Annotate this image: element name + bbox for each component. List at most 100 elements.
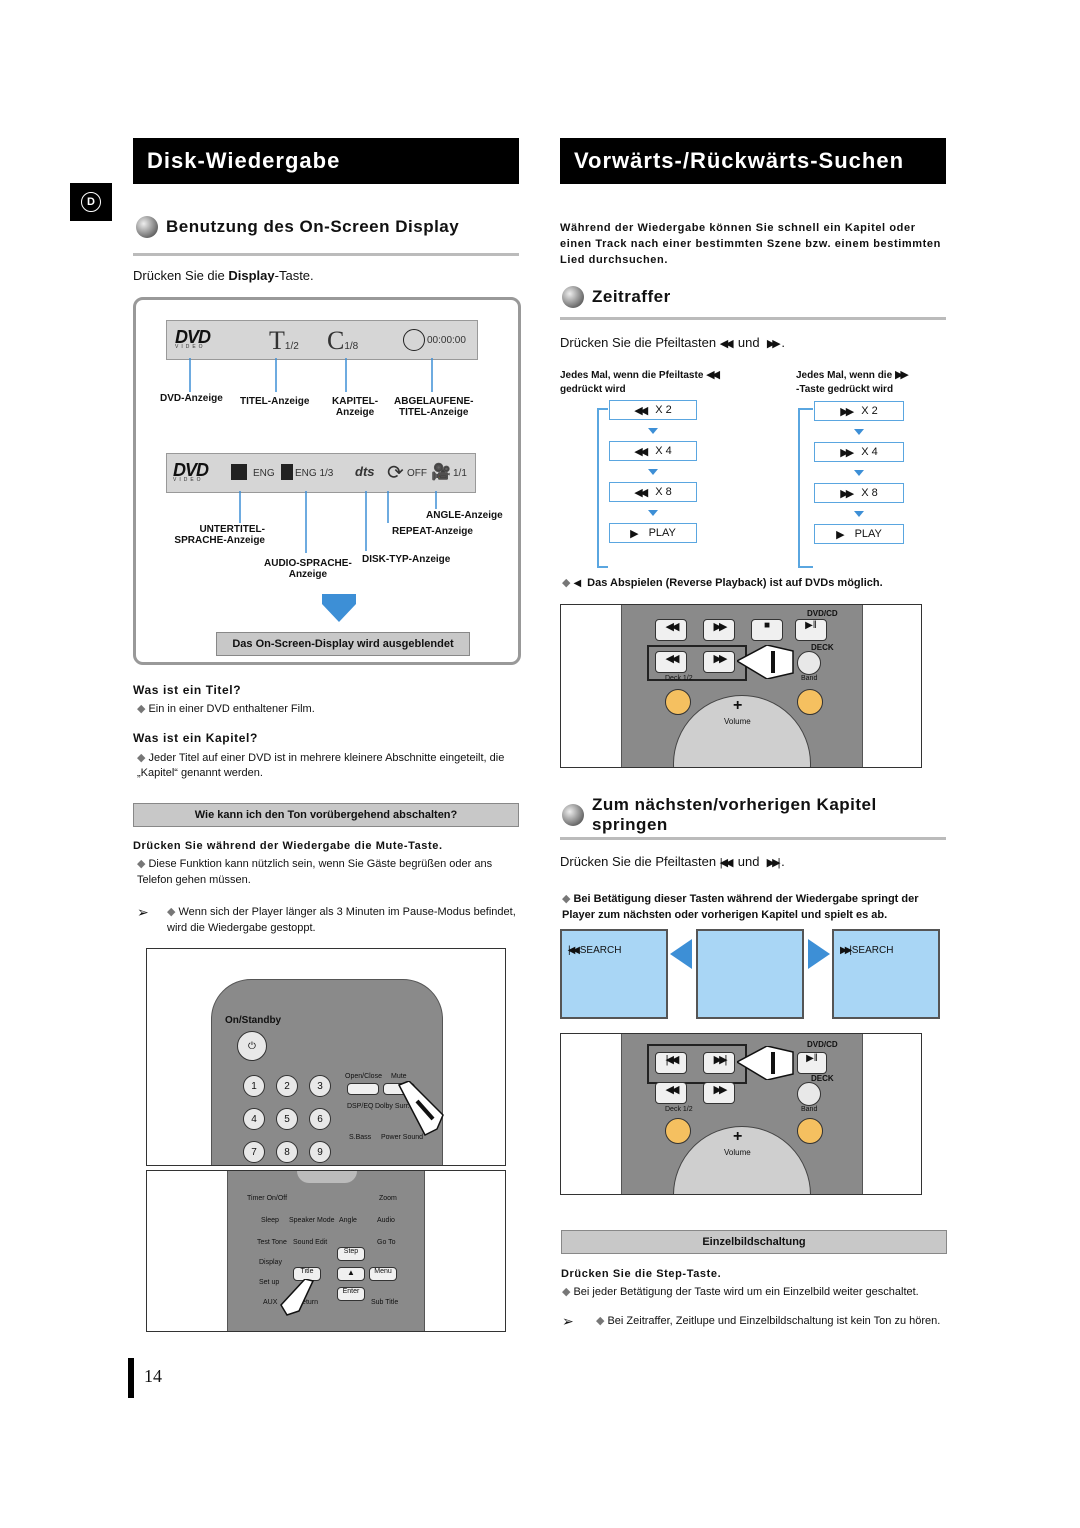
fast-forward-button[interactable]: ▶▶: [703, 619, 735, 641]
rew-step-x8: ◀◀X 8: [609, 482, 697, 502]
plus-icon: +: [733, 1128, 743, 1145]
repeat-icon: ⟳: [387, 462, 404, 484]
stop-button[interactable]: ■: [751, 619, 783, 641]
screen-next: ▶▶| SEARCH: [832, 929, 940, 1019]
rew-step-x2: ◀◀X 2: [609, 400, 697, 420]
down-arrow-icon: [322, 594, 356, 622]
divider: [560, 317, 946, 320]
deck-rewind-button[interactable]: ◀◀: [655, 651, 687, 673]
remote-image-3: DVD/CD ◀◀ ▶▶ ■ ▶‖ DECK ◀◀ ▶▶ Deck 1/2 Ba…: [560, 604, 922, 768]
plus-icon: +: [733, 697, 743, 714]
up-button[interactable]: ▲: [337, 1267, 365, 1281]
rewind-button[interactable]: ◀◀: [655, 619, 687, 641]
screen-previous: |◀◀ SEARCH: [560, 929, 668, 1019]
key-3[interactable]: 3: [309, 1075, 331, 1097]
deck-stop-button[interactable]: [797, 651, 821, 675]
deck-stop-button[interactable]: [797, 1082, 821, 1106]
einzelbild-bar: Einzelbildschaltung: [561, 1230, 947, 1254]
skip-back-icon: |◀◀: [568, 945, 580, 956]
ff-step-x8: ▶▶X 8: [814, 483, 904, 503]
ff-connector: [798, 408, 813, 568]
rew-step-x4: ◀◀X 4: [609, 441, 697, 461]
right-header: Vorwärts-/Rückwärts-Suchen: [560, 138, 946, 184]
key-2[interactable]: 2: [276, 1075, 298, 1097]
divider: [560, 837, 946, 840]
osd-hidden-bar: Das On-Screen-Display wird ausgeblendet: [216, 632, 470, 656]
ff-step-x4: ▶▶X 4: [814, 442, 904, 462]
page-number: 14: [144, 1366, 162, 1386]
rew-steps: ◀◀X 2 ◀◀X 4 ◀◀X 8 ▶PLAY: [609, 400, 697, 543]
skip-back-icon: |◀◀: [719, 857, 734, 869]
dvd-logo-icon: DVD VIDEO: [173, 460, 209, 483]
ff-steps: ▶▶X 2 ▶▶X 4 ▶▶X 8 ▶PLAY: [814, 401, 904, 544]
camera-icon: 🎥: [431, 464, 451, 481]
deck-select-button[interactable]: [665, 689, 691, 715]
key-6[interactable]: 6: [309, 1108, 331, 1130]
play-pause-button[interactable]: ▶‖: [797, 1052, 827, 1074]
rew-step-play: ▶PLAY: [609, 523, 697, 543]
screen-current: [696, 929, 804, 1019]
play-pause-button[interactable]: ▶‖: [795, 619, 827, 641]
subtitle-icon: [231, 464, 247, 480]
hand-pointer-icon: [737, 645, 794, 679]
remote-image-1: On/Standby ⏻ Open/Close Mute DSP/EQ Dolb…: [146, 948, 506, 1166]
ff-step-play: ▶PLAY: [814, 524, 904, 544]
remote-image-4: DVD/CD |◀◀ ▶▶| ■ ▶‖ DECK ◀◀ ▶▶ Deck 1/2 …: [560, 1033, 922, 1195]
dts-icon: dts: [355, 464, 375, 479]
deck-select-button[interactable]: [665, 1118, 691, 1144]
dvd-logo-icon: DVD VIDEO: [175, 327, 211, 350]
rewind-icon: ◀◀: [719, 338, 734, 350]
kapitel-title: Zum nächsten/vorherigen Kapitel springen: [562, 795, 946, 834]
enter-button[interactable]: Enter: [337, 1287, 365, 1301]
skip-forward-button[interactable]: ▶▶|: [703, 1052, 735, 1074]
osd-section-title: Benutzung des On-Screen Display: [136, 213, 520, 241]
clock-icon: [403, 329, 425, 351]
skip-back-button[interactable]: |◀◀: [655, 1052, 687, 1074]
osd-bar-2: DVD VIDEO ENG ENG 1/3 dts ⟳ OFF 🎥 1/1: [166, 453, 476, 493]
reverse-icon: ◀: [573, 578, 582, 589]
deck-fast-forward-button[interactable]: ▶▶: [703, 1082, 735, 1104]
skip-forward-icon: ▶▶|: [766, 857, 781, 869]
key-4[interactable]: 4: [243, 1108, 265, 1130]
intro-text: Während der Wiedergabe können Sie schnel…: [560, 222, 941, 266]
open-close-button[interactable]: [347, 1083, 379, 1095]
osd-panel: DVD VIDEO T1/2 C1/8 00:00:00 DVD-Anzeige…: [133, 297, 521, 665]
bullet-ball-icon: [562, 286, 584, 308]
band-button[interactable]: [797, 689, 823, 715]
osd2-connectors: [239, 491, 437, 553]
arrow-left-icon: [670, 939, 692, 969]
bullet-ball-icon: [136, 216, 158, 238]
key-1[interactable]: 1: [243, 1075, 265, 1097]
step-button[interactable]: Step: [337, 1247, 365, 1261]
press-arrows-text: Drücken Sie die Pfeiltasten ◀◀ und ▶▶ .: [560, 335, 785, 350]
divider: [133, 253, 519, 256]
search-screens: |◀◀ SEARCH ▶▶| SEARCH: [560, 929, 940, 1021]
key-5[interactable]: 5: [276, 1108, 298, 1130]
remote-image-2: Timer On/Off Zoom Sleep Speaker Mode Ang…: [146, 1170, 506, 1332]
press-skip-text: Drücken Sie die Pfeiltasten |◀◀ und ▶▶| …: [560, 854, 785, 869]
arrow-note-icon: ➢: [562, 1313, 574, 1329]
deck-fast-forward-button[interactable]: ▶▶: [703, 651, 735, 673]
hand-pointer-icon: [397, 1081, 444, 1137]
key-7[interactable]: 7: [243, 1141, 265, 1163]
rewind-icon: ◀◀: [706, 369, 720, 381]
power-button[interactable]: ⏻: [237, 1031, 267, 1061]
ff-step-x2: ▶▶X 2: [814, 401, 904, 421]
reverse-note: ◆◀Das Abspielen (Reverse Playback) ist a…: [562, 577, 883, 589]
left-header: Disk-Wiedergabe: [133, 138, 519, 184]
skip-forward-icon: ▶▶|: [840, 945, 852, 956]
osd1-connectors: [189, 358, 433, 392]
arrow-right-icon: [808, 939, 830, 969]
deck-rewind-button[interactable]: ◀◀: [655, 1082, 687, 1104]
bullet-ball-icon: [562, 804, 584, 826]
menu-button[interactable]: Menu: [369, 1267, 397, 1281]
key-9[interactable]: 9: [309, 1141, 331, 1163]
side-tab-label: D: [81, 192, 101, 212]
arrow-note-icon: ➢: [137, 904, 149, 920]
rew-connector: [597, 408, 608, 568]
osd-bar-1: DVD VIDEO T1/2 C1/8 00:00:00: [166, 320, 478, 360]
hand-pointer-icon: [280, 1279, 315, 1316]
fast-forward-icon: ▶▶: [894, 369, 909, 381]
band-button[interactable]: [797, 1118, 823, 1144]
key-8[interactable]: 8: [276, 1141, 298, 1163]
